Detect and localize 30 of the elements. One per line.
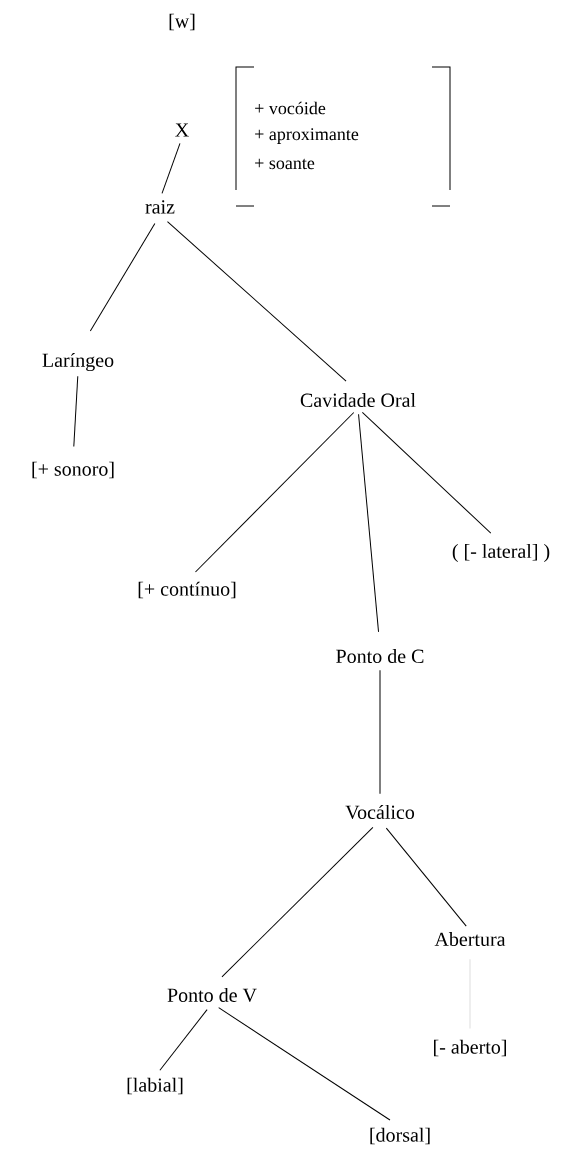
tree-node-label: Laríngeo <box>42 352 114 372</box>
tree-node-label: Ponto de V <box>167 987 257 1003</box>
tree-branch <box>379 669 381 795</box>
tree-node-label: [- aberto] <box>434 1039 506 1057</box>
tree-branch <box>218 1007 391 1121</box>
tree-node-label: raiz <box>145 200 175 214</box>
feature-label: + aproximante <box>255 128 359 144</box>
tree-node-label: Cavidade Oral <box>300 392 416 408</box>
tree-branch <box>358 413 380 633</box>
tree-branch <box>159 1009 208 1071</box>
tree-branch <box>385 827 467 927</box>
tree-branch <box>73 375 79 448</box>
tree-node-label: Ponto de C <box>336 648 424 664</box>
tree-node-label: [labial] <box>127 1077 183 1095</box>
tree-branch <box>166 221 347 382</box>
tree-node-label: Vocálico <box>345 804 415 820</box>
feature-label: + soante <box>255 158 315 170</box>
tree-node-label: X <box>175 123 189 137</box>
tree-branch <box>161 142 181 194</box>
segment-label: [w] <box>169 13 195 31</box>
tree-branch <box>221 826 374 978</box>
tree-node-label: Abertura <box>434 931 506 947</box>
tree-node-label: [dorsal] <box>370 1127 430 1145</box>
tree-node-label: [+ sonoro] <box>32 461 114 479</box>
tree-branch <box>89 223 156 332</box>
tree-node-label: ( [- lateral] ) <box>452 543 550 563</box>
tree-branch <box>361 411 492 534</box>
tree-branch <box>194 412 355 573</box>
feature-label: + vocóide <box>255 101 326 115</box>
tree-node-label: [+ contínuo] <box>138 581 236 599</box>
